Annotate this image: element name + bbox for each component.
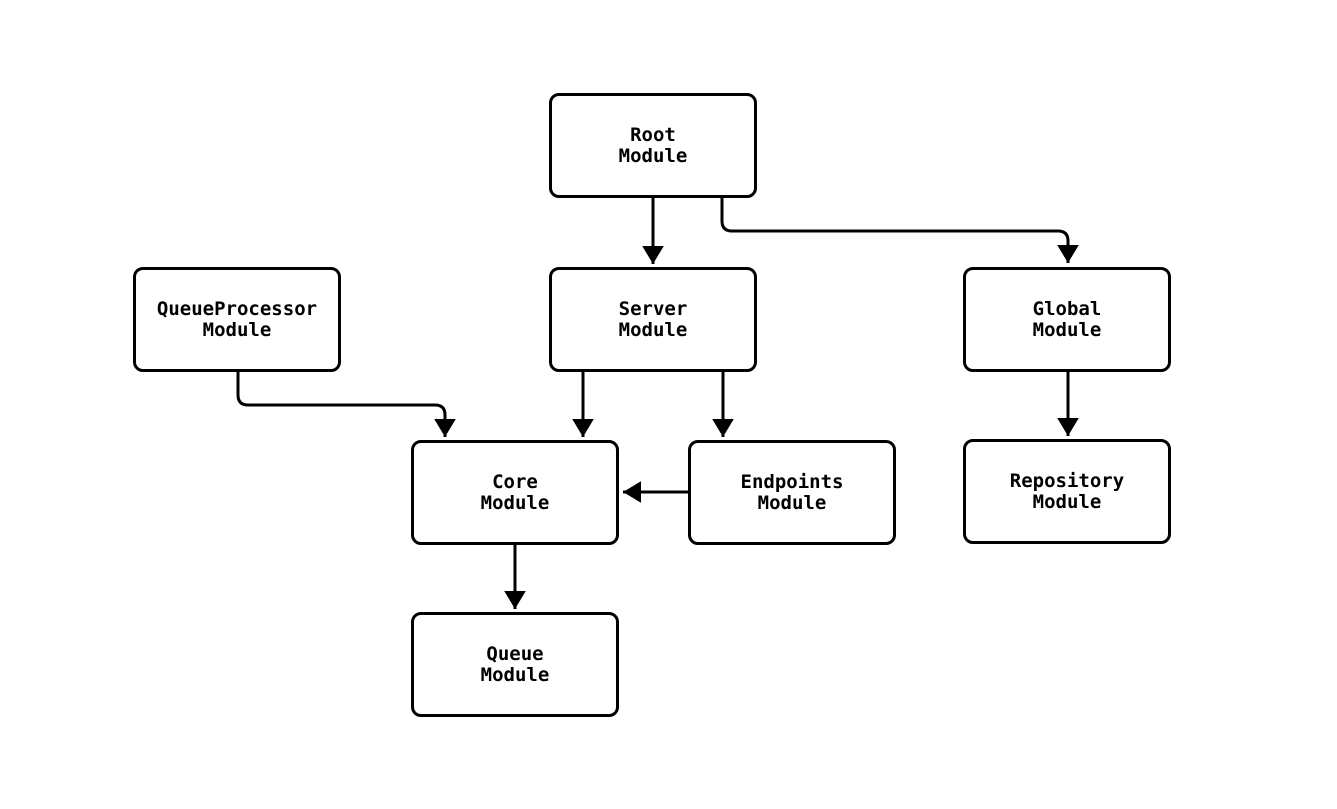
node-label-line2: Module [618, 318, 688, 341]
node-label-line2: Module [1032, 318, 1102, 341]
node-label-line2: Module [202, 318, 272, 341]
node-core-module: Core Module [411, 440, 619, 545]
node-label-line2: Module [618, 144, 688, 167]
node-label-line1: QueueProcessor [156, 297, 318, 320]
node-label-line1: Server [618, 297, 688, 320]
edge-queueprocessor-to-core [236, 372, 456, 437]
edge-root-to-global [720, 198, 1079, 263]
node-root-module: Root Module [549, 93, 757, 198]
node-queue-module: Queue Module [411, 612, 619, 717]
node-repository-module: Repository Module [963, 439, 1171, 544]
node-label-line1: Root [630, 123, 676, 146]
node-server-module: Server Module [549, 267, 757, 372]
node-label-line2: Module [757, 491, 827, 514]
node-endpoints-module: Endpoints Module [688, 440, 896, 545]
node-label-line1: Endpoints [740, 470, 844, 493]
node-label-line2: Module [1032, 490, 1102, 513]
node-label-line1: Queue [486, 642, 544, 665]
node-label-line1: Repository [1009, 469, 1125, 492]
node-global-module: Global Module [963, 267, 1171, 372]
node-label-line2: Module [480, 491, 550, 514]
node-queueprocessor-module: QueueProcessor Module [133, 267, 341, 372]
node-label-line1: Global [1032, 297, 1102, 320]
node-label-line1: Core [492, 470, 538, 493]
node-label-line2: Module [480, 663, 550, 686]
